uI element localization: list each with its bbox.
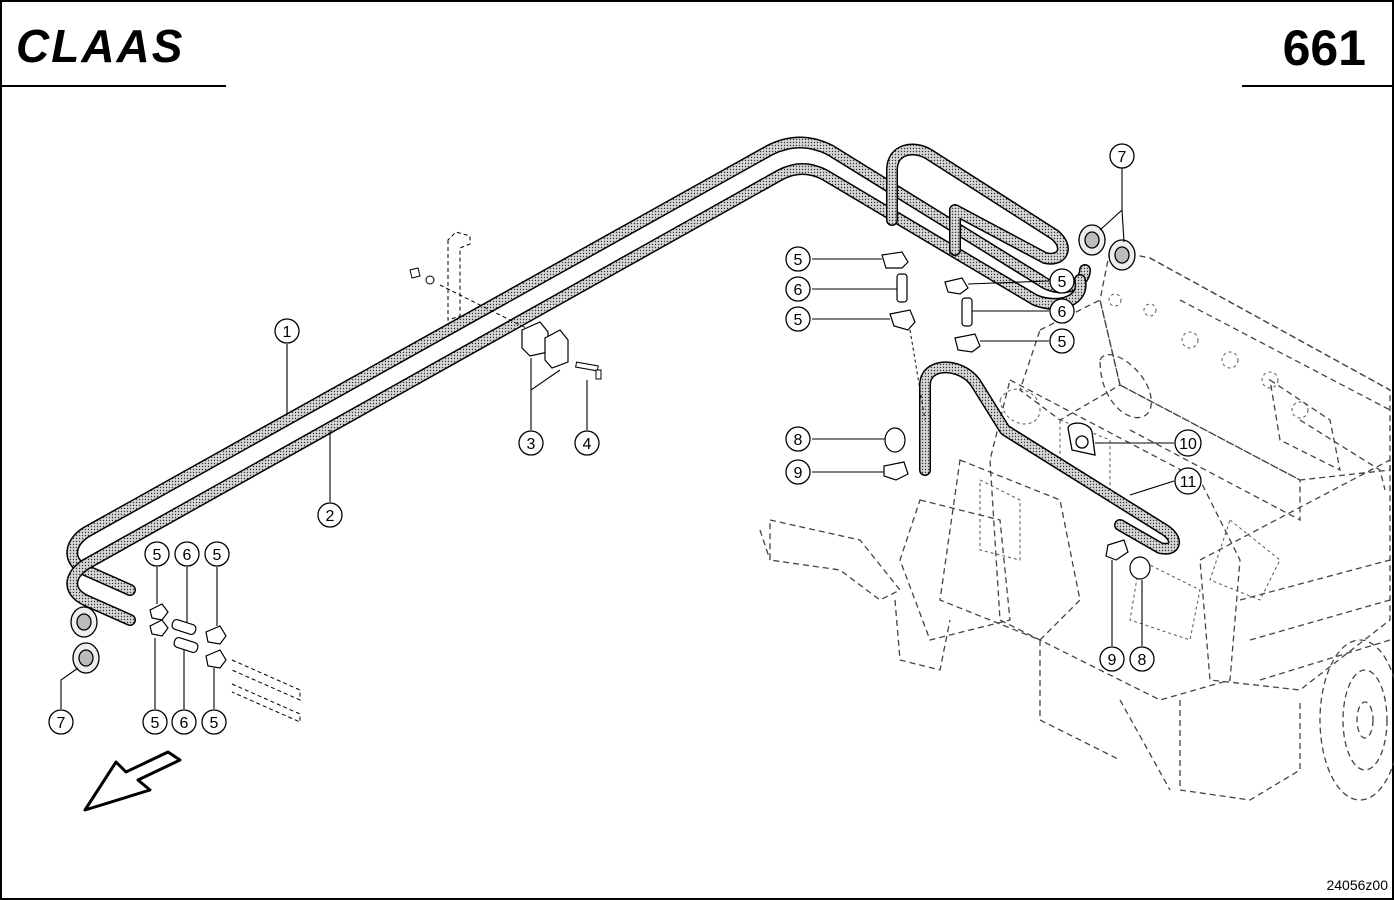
- callout-5: 5: [794, 312, 803, 329]
- callout-5: 5: [1058, 334, 1067, 351]
- callout-6: 6: [794, 282, 803, 299]
- engine-details: [979, 293, 1309, 641]
- callout-6: 6: [180, 715, 189, 732]
- callout-8: 8: [1138, 652, 1147, 669]
- grommets-7-left: [70, 606, 100, 674]
- mounting-plate-dashed: [231, 659, 301, 723]
- hose-11: [919, 361, 1180, 555]
- callout-5: 5: [151, 715, 160, 732]
- bolt-4: [575, 361, 602, 380]
- callout-9: 9: [794, 465, 803, 482]
- callout-8: 8: [794, 432, 803, 449]
- callout-5: 5: [1058, 274, 1067, 291]
- callout-5: 5: [794, 252, 803, 269]
- callout-5: 5: [153, 547, 162, 564]
- callout-3: 3: [527, 436, 536, 453]
- callout-2: 2: [326, 508, 335, 525]
- hose-loop-upper: [886, 143, 1069, 265]
- brand-logo: CLAAS: [16, 20, 184, 72]
- drawing-code: 24056z00: [1326, 877, 1388, 893]
- callout-4: 4: [583, 436, 592, 453]
- engine-block-outline: [759, 249, 1394, 801]
- callout-6: 6: [183, 547, 192, 564]
- leader-lines: [60, 168, 1175, 709]
- callout-10: 10: [1179, 436, 1197, 453]
- callout-5: 5: [213, 547, 222, 564]
- clamp-3: [521, 321, 569, 369]
- clamp-10: [1067, 422, 1096, 456]
- fittings-lower-left: [149, 603, 227, 669]
- page-number: 661: [1283, 20, 1366, 76]
- callout-bubbles: [48, 143, 1202, 735]
- callout-5: 5: [210, 715, 219, 732]
- grommets-7-right: [1078, 224, 1136, 271]
- callout-7: 7: [1118, 149, 1127, 166]
- callout-11: 11: [1180, 474, 1197, 491]
- callout-1: 1: [283, 324, 292, 341]
- callout-9: 9: [1108, 652, 1117, 669]
- callout-6: 6: [1058, 304, 1067, 321]
- mounting-bracket: [439, 231, 531, 331]
- fittings-upper: [881, 251, 1151, 580]
- bolt-screw-washer: [409, 267, 435, 285]
- direction-arrow-icon: [83, 750, 182, 812]
- callout-7: 7: [57, 715, 66, 732]
